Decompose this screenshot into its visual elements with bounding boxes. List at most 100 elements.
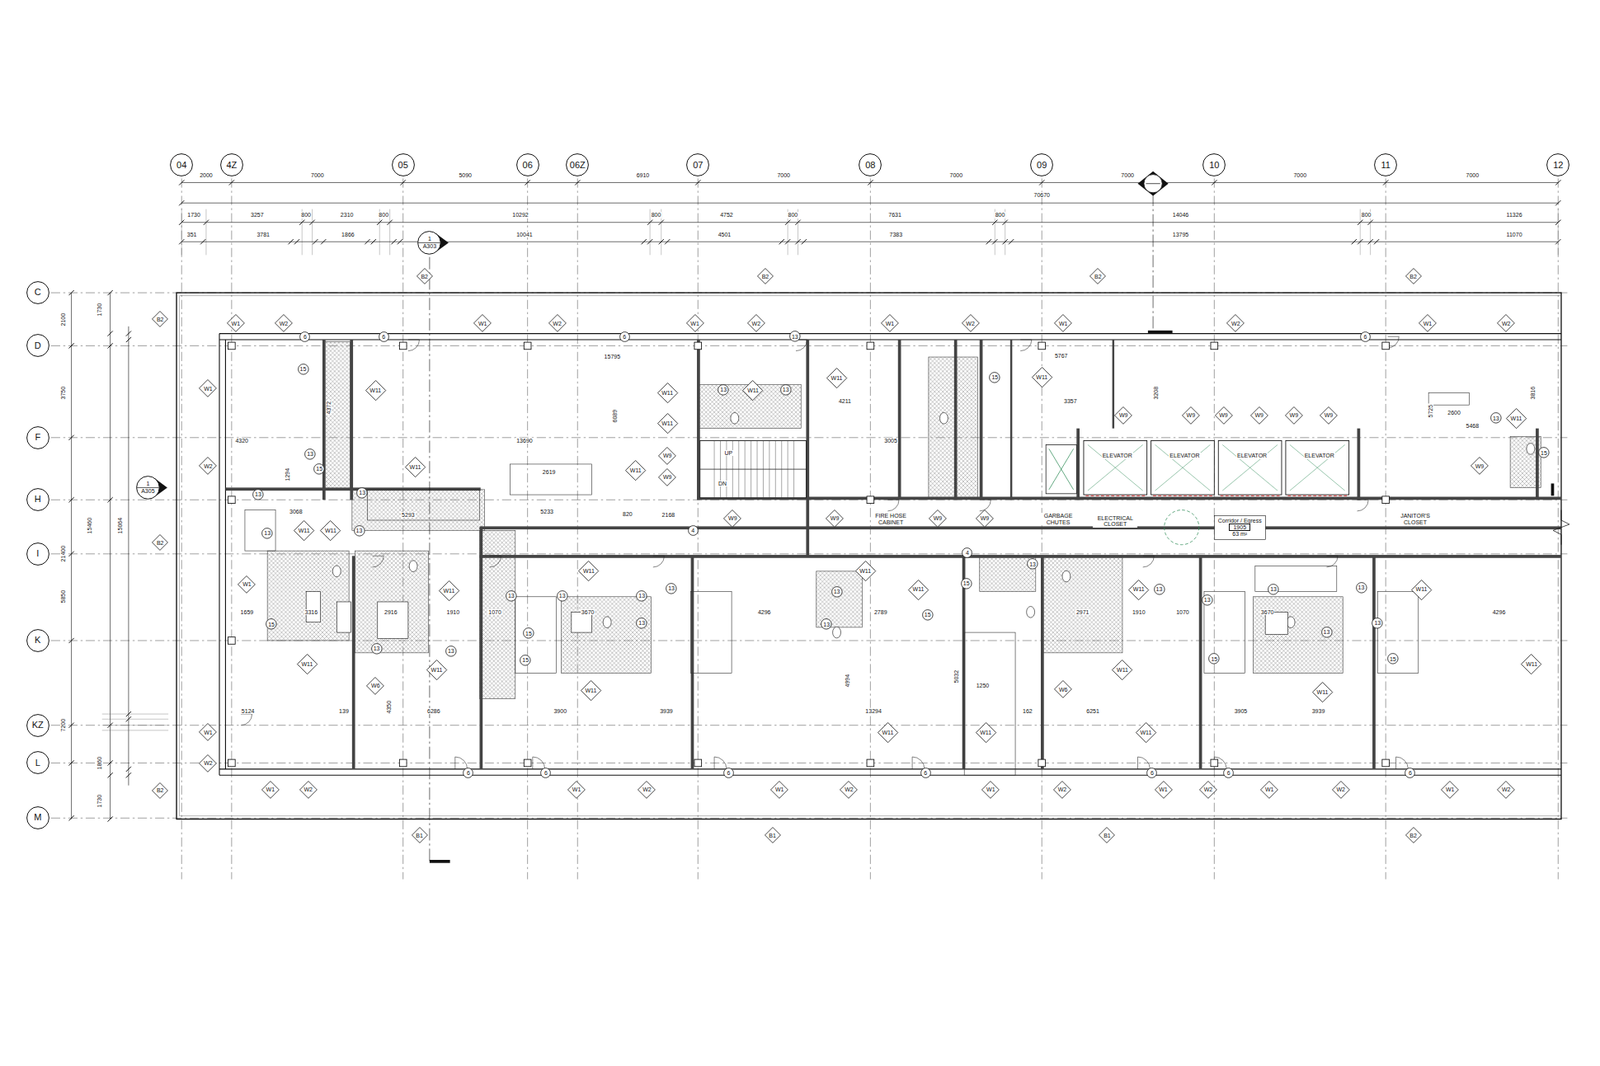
dimension-text: 4211 bbox=[837, 398, 852, 405]
stair-tread bbox=[768, 440, 770, 498]
tag-text: 15 bbox=[1210, 656, 1218, 663]
tag-text: 13 bbox=[668, 585, 675, 592]
exterior-wall bbox=[219, 338, 1562, 340]
grid-bubble: 12 bbox=[1546, 153, 1570, 177]
grid-label: F bbox=[34, 432, 41, 443]
door-tag-circle: 6 bbox=[1360, 331, 1371, 343]
dimension-tick bbox=[178, 179, 184, 185]
dimension-tick bbox=[108, 497, 113, 503]
millwork bbox=[1255, 566, 1337, 593]
dimension-text: 10292 bbox=[511, 211, 529, 218]
type-tag-diamond: W1 bbox=[981, 781, 1000, 800]
type-tag-diamond: W6 bbox=[366, 677, 385, 696]
dimension-text: 5090 bbox=[457, 172, 473, 179]
door-tag-circle-outline bbox=[1153, 584, 1165, 596]
dimension-text: 139 bbox=[338, 708, 350, 715]
dimension-tick bbox=[69, 760, 75, 766]
section-marker: 1A305 bbox=[136, 475, 160, 500]
type-tag-diamond: W2 bbox=[839, 781, 858, 800]
type-tag-diamond: W11 bbox=[1128, 579, 1149, 601]
diamond-outline bbox=[416, 268, 433, 285]
door-swing bbox=[240, 714, 253, 726]
partition-wall bbox=[696, 339, 701, 500]
tag-text: B1 bbox=[1103, 832, 1111, 839]
dimension-text: 3905 bbox=[1233, 708, 1249, 715]
door-tag-circle-outline bbox=[314, 464, 325, 476]
dimension-tick bbox=[108, 343, 113, 349]
tag-text: 13 bbox=[1323, 629, 1331, 636]
extension-line bbox=[102, 729, 169, 731]
dimension-tick bbox=[126, 772, 132, 778]
tag-text: 15 bbox=[963, 580, 970, 587]
door-tag-circle: 4 bbox=[687, 525, 699, 537]
dimension-text: 10041 bbox=[515, 231, 533, 238]
diamond-outline bbox=[275, 315, 293, 333]
dimension-text: 15460 bbox=[86, 516, 93, 534]
tag-text: 13 bbox=[1492, 415, 1500, 422]
dimension-line bbox=[181, 202, 1558, 204]
tag-text: W9 bbox=[1289, 412, 1299, 419]
diamond-outline bbox=[1405, 828, 1422, 844]
type-tag-diamond: W11 bbox=[1312, 682, 1333, 703]
tag-text: 13 bbox=[638, 620, 645, 626]
door-tag-circle: 6 bbox=[378, 331, 390, 343]
dimension-text: 1294 bbox=[284, 467, 291, 483]
grid-bubble-outline bbox=[26, 752, 49, 775]
type-tag-diamond: W11 bbox=[365, 380, 386, 401]
dimension-tick bbox=[641, 239, 647, 245]
grid-bubble: 06Z bbox=[565, 153, 589, 177]
tag-text: W2 bbox=[1501, 786, 1511, 793]
diamond-outline bbox=[568, 781, 586, 799]
door-tag-circle-outline bbox=[357, 487, 368, 499]
type-tag-diamond: W2 bbox=[1053, 781, 1072, 800]
diamond-outline bbox=[426, 660, 447, 681]
dimension-tick bbox=[108, 772, 113, 778]
grid-label: 08 bbox=[865, 160, 876, 171]
tag-text: W9 bbox=[728, 515, 738, 522]
dimension-text: 3670 bbox=[580, 609, 596, 616]
tag-text: W11 bbox=[1510, 415, 1523, 422]
grid-bubble-outline bbox=[26, 334, 49, 358]
tag-text: W11 bbox=[298, 527, 311, 534]
type-tag-diamond: W9 bbox=[1284, 406, 1304, 425]
door-tag-circle-outline bbox=[523, 628, 535, 640]
dimension-tick bbox=[664, 239, 670, 245]
door-tag-circle-outline bbox=[821, 619, 833, 631]
hatched-floor bbox=[1042, 555, 1123, 654]
diamond-outline bbox=[411, 828, 428, 844]
diamond-outline bbox=[961, 315, 979, 333]
door-tag-circle-outline bbox=[790, 331, 801, 343]
section-line bbox=[1152, 193, 1154, 332]
partition-wall bbox=[480, 527, 484, 770]
dimension-tick bbox=[178, 200, 184, 206]
tag-text: B2 bbox=[1409, 832, 1417, 839]
tag-text: 15 bbox=[991, 374, 998, 381]
tag-text: W11 bbox=[324, 527, 337, 534]
door-tag-circle-outline bbox=[1321, 627, 1332, 639]
door-tag-circle-outline bbox=[636, 590, 648, 602]
tag-text: B1 bbox=[768, 832, 777, 839]
dimension-text: 7000 bbox=[1120, 172, 1135, 179]
door-tag-circle-outline bbox=[1388, 654, 1399, 665]
column bbox=[1382, 342, 1390, 350]
door-swing bbox=[979, 499, 992, 512]
tag-text: W11 bbox=[630, 467, 642, 474]
tag-text: W11 bbox=[979, 729, 992, 736]
section-head bbox=[1143, 174, 1163, 193]
tag-text: W11 bbox=[369, 387, 382, 394]
extension-line bbox=[102, 724, 169, 726]
grid-label: H bbox=[34, 494, 42, 505]
dimension-text: 2600 bbox=[1446, 409, 1462, 416]
diamond-outline bbox=[855, 561, 876, 582]
stair-tread bbox=[793, 440, 795, 498]
tag-text: W11 bbox=[1525, 661, 1538, 668]
door-tag-circle-outline bbox=[718, 384, 730, 396]
grid-label: 07 bbox=[692, 160, 703, 171]
diamond-outline bbox=[1154, 781, 1172, 799]
type-tag-diamond: W1 bbox=[880, 314, 899, 333]
door-tag-circle: 13 bbox=[445, 645, 457, 658]
door-tag-circle-outline bbox=[463, 768, 474, 779]
diamond-outline bbox=[226, 315, 245, 333]
tag-text: B2 bbox=[1409, 273, 1417, 280]
tag-text: W11 bbox=[859, 568, 871, 575]
